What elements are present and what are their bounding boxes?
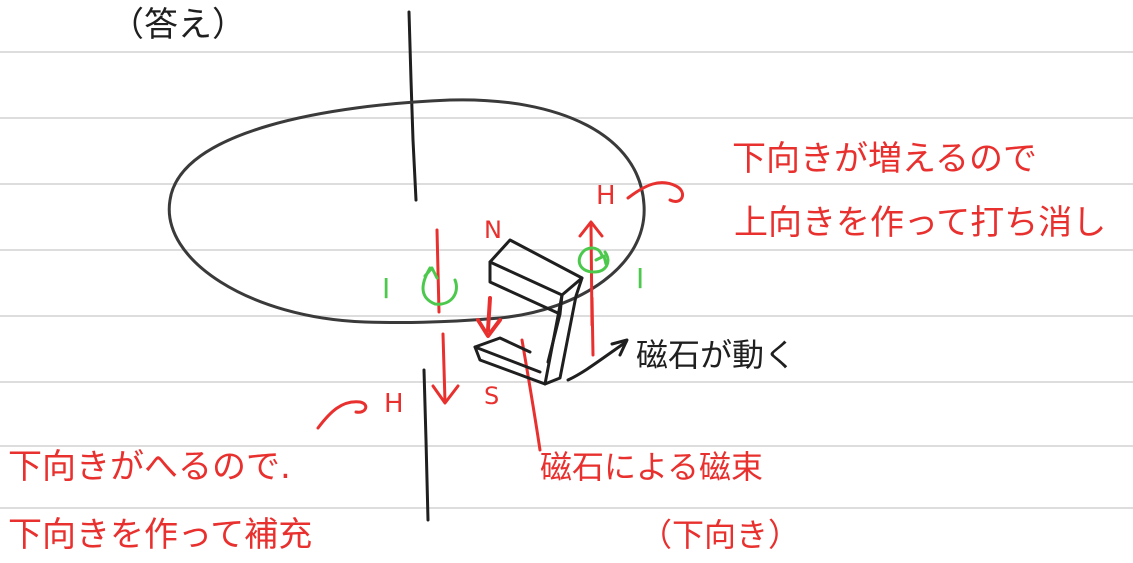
note-lower-left-line2: 下向きを作って補充 [8,515,312,555]
answer-heading: （答え） [110,5,246,45]
pointer-arrow-icon [566,338,629,382]
note-magnet-field-line1: 磁石による磁束 [540,448,763,486]
note-upper-right-line2: 上向きを作って打ち消し [734,203,1106,243]
vertical-axis [407,10,430,522]
label-leaders [316,181,685,430]
field-upper-label: H [596,181,616,211]
induced-field-arrows [431,220,604,452]
magnet-north-label: N [484,216,502,244]
coil-loop [167,98,646,325]
current-loop-arrow-icon [421,246,610,306]
note-upper-right-line1: 下向きが増えるので [732,139,1037,179]
note-magnet-field-line2: （下向き） [640,516,800,554]
note-lower-left-line1: 下向きがへるので. [8,447,291,487]
field-lower-label: H [384,389,404,419]
current-right-label: I [636,262,644,295]
current-left-label: I [382,272,390,305]
magnet-south-label: S [484,382,499,410]
note-magnet-moves: 磁石が動く [636,336,796,374]
magnet [473,238,584,386]
notebook-rules [0,51,1133,509]
